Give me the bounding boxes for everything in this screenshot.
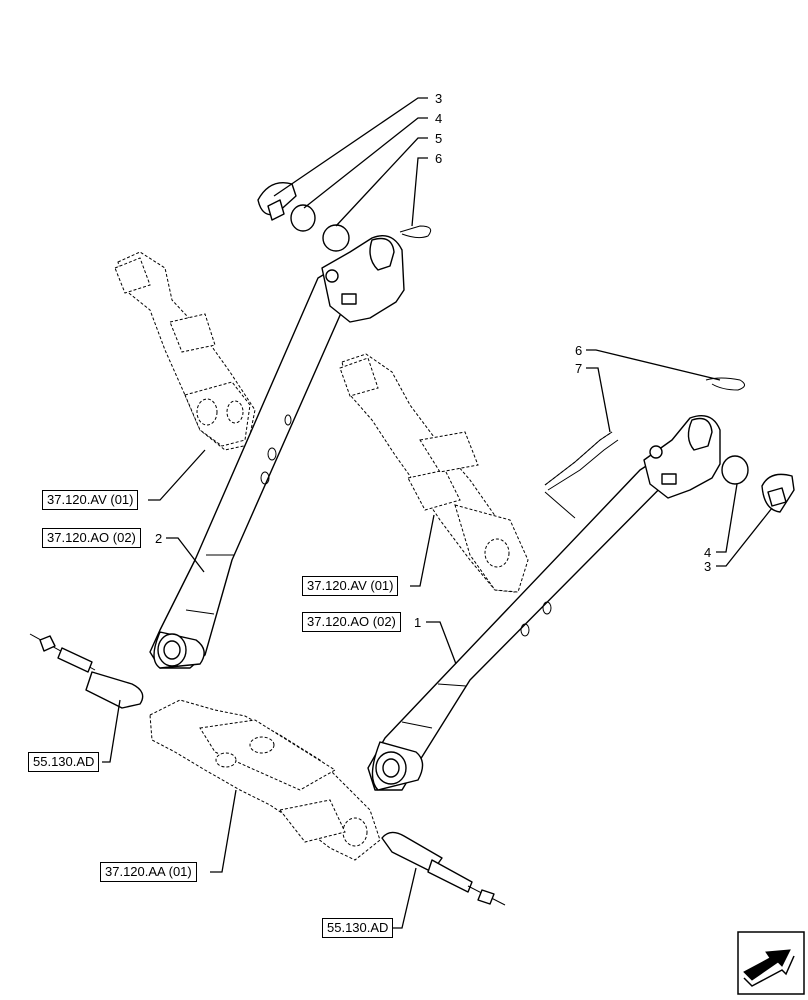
callout-4-top: 4 [435,111,442,126]
callout-4-right: 4 [704,545,711,560]
callout-3-top: 3 [435,91,442,106]
callout-numbers: 3 4 5 6 6 7 4 3 2 1 [155,91,711,630]
sensor-pin-right [381,831,506,906]
ghost-lift-arm-left [114,251,256,451]
sensor-pin-left [29,633,144,709]
callout-1: 1 [414,615,421,630]
lower-link-arm-2 [149,235,405,669]
reference-55-130-ad-left[interactable]: 55.130.AD [28,752,100,772]
callout-6-top: 6 [435,151,442,166]
small-parts-right [544,377,795,519]
reference-37-120-ao-right[interactable]: 37.120.AO (02) [302,612,401,632]
callout-3-right: 3 [704,559,711,574]
ghost-lift-arm-middle [339,353,529,593]
reference-37-120-aa[interactable]: 37.120.AA (01) [100,862,197,882]
callout-2: 2 [155,531,162,546]
reference-37-120-av-right[interactable]: 37.120.AV (01) [302,576,399,596]
ghost-rear-axle-housing [149,699,381,861]
small-parts-top [257,182,432,252]
lower-link-arm-1 [367,415,721,791]
leader-lines [102,97,773,929]
reference-37-120-av-left[interactable]: 37.120.AV (01) [42,490,139,510]
reference-37-120-ao-left[interactable]: 37.120.AO (02) [42,528,141,548]
callout-6-right: 6 [575,343,582,358]
direction-arrow-icon[interactable] [737,931,805,995]
callout-5-top: 5 [435,131,442,146]
reference-55-130-ad-right[interactable]: 55.130.AD [322,918,394,938]
callout-7-right: 7 [575,361,582,376]
